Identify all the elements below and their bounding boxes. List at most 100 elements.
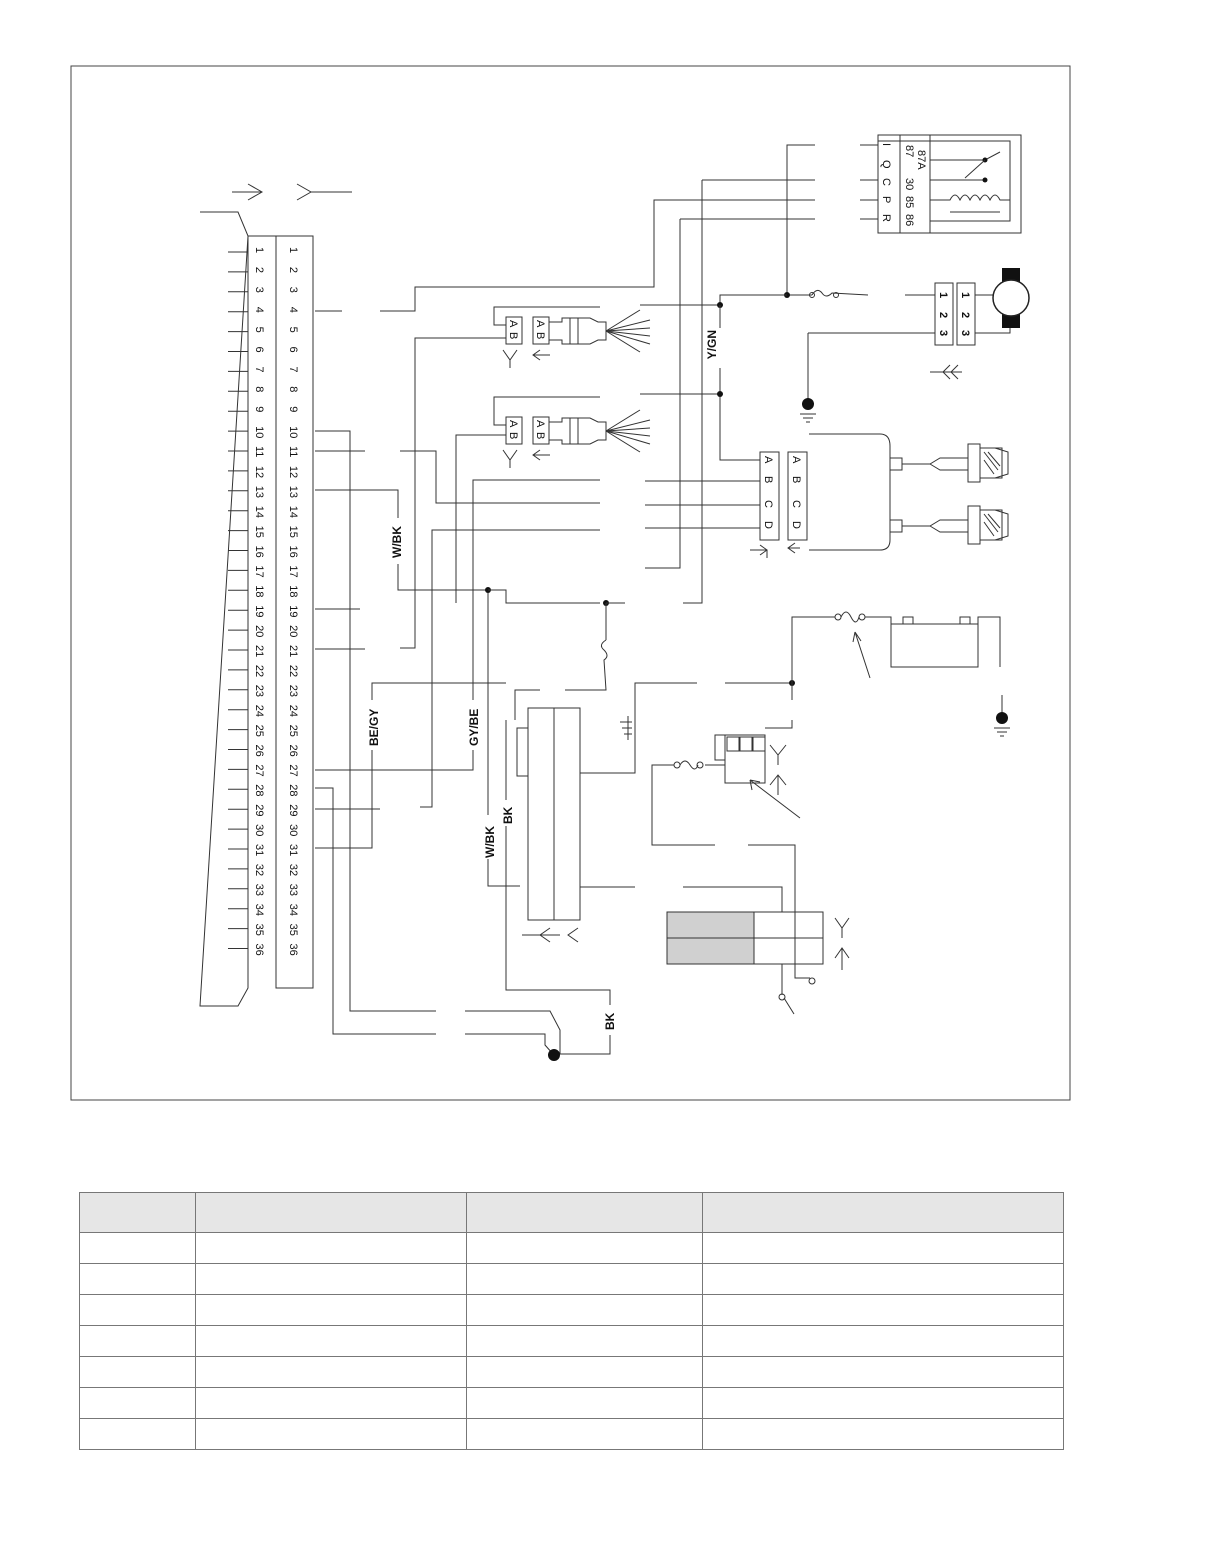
legend-header-cell — [702, 1192, 1064, 1233]
ecu-pin-right-23: 23 — [287, 685, 299, 697]
legend-table-row — [79, 1232, 1064, 1264]
legend-table-cell — [702, 1294, 1064, 1326]
relay-pin-85: 85 — [903, 196, 915, 208]
ecu-pin-left-23: 23 — [253, 685, 265, 697]
legend-table-cell — [79, 1232, 196, 1264]
ecu-pin-left-7: 7 — [253, 366, 265, 372]
legend-table-cell — [702, 1325, 1064, 1357]
ecu-pin-left-5: 5 — [253, 327, 265, 333]
ecu-pin-right-13: 13 — [287, 486, 299, 498]
motor-pin-3-b: 3 — [959, 330, 971, 336]
coil-pin-b1: B — [762, 476, 774, 483]
battery-icon — [890, 623, 979, 668]
ecu-pin-right-6: 6 — [287, 347, 299, 353]
ecu-pin-left-15: 15 — [253, 526, 265, 538]
legend-header-cell — [466, 1192, 703, 1233]
ecu-pin-right-25: 25 — [287, 725, 299, 737]
ecu-pin-right-12: 12 — [287, 466, 299, 478]
ecu-pin-left-18: 18 — [253, 585, 265, 597]
sensor-upper: A B A B — [400, 306, 651, 649]
wire-label-gy-be: GY/BE — [466, 700, 481, 750]
relay-letter-p: P — [880, 196, 892, 203]
legend-table-row — [79, 1263, 1064, 1295]
sensor-lower: A B A B — [455, 396, 651, 603]
ecu-pin-left-21: 21 — [253, 645, 265, 657]
ecu-pin-right-1: 1 — [287, 247, 299, 253]
motor-pin-2-a: 2 — [937, 312, 949, 318]
ecu-pin-left-25: 25 — [253, 725, 265, 737]
svg-text:W/BK: W/BK — [483, 826, 497, 858]
ecu-pin-left-12: 12 — [253, 466, 265, 478]
legend-table-cell — [195, 1263, 467, 1295]
ecu-pin-left-20: 20 — [253, 625, 265, 637]
wire-label-bk-ground: BK — [602, 1005, 617, 1031]
svg-text:GY/BE: GY/BE — [467, 709, 481, 746]
ecu-pin-left-6: 6 — [253, 347, 265, 353]
ecu-pin-left-22: 22 — [253, 665, 265, 677]
wire-label-be-gy: BE/GY — [365, 700, 381, 750]
ecu-pin-stubs — [228, 251, 248, 949]
coil-pin-b2: B — [790, 476, 802, 483]
ecu-pin-right-30: 30 — [287, 824, 299, 836]
legend-table-cell — [79, 1356, 196, 1388]
ecu-pin-left-14: 14 — [253, 506, 265, 518]
ecu-pin-right-8: 8 — [287, 386, 299, 392]
ignition-coil: A B C D A B C D — [645, 433, 1009, 558]
ecu-pin-right-15: 15 — [287, 526, 299, 538]
ecu-pin-left-27: 27 — [253, 764, 265, 776]
legend-table-cell — [195, 1325, 467, 1357]
ecu-pin-right-17: 17 — [287, 565, 299, 577]
coil-pin-c1: C — [762, 500, 774, 508]
relay: 87 87A 30 85 86 I Q C P R — [860, 134, 1022, 234]
svg-text:BE/GY: BE/GY — [367, 709, 381, 746]
svg-text:BK: BK — [501, 806, 515, 824]
legend-table-cell — [466, 1263, 703, 1295]
ecu-pin-column-left: 1234567891011121314151617181920212223242… — [253, 247, 265, 956]
ecu-pin-right-35: 35 — [287, 924, 299, 936]
legend-table-cell — [702, 1418, 1064, 1450]
ecu-pin-right-19: 19 — [287, 605, 299, 617]
power-feed — [640, 144, 935, 461]
legend-table-cell — [195, 1232, 467, 1264]
ecu-pin-column-right: 1234567891011121314151617181920212223242… — [287, 247, 299, 956]
legend-table-cell — [466, 1418, 703, 1450]
ecu-pin-left-31: 31 — [253, 844, 265, 856]
sensor-upper-pin-a1: A — [507, 320, 519, 328]
ecu-connector: 1234567891011121314151617181920212223242… — [199, 183, 352, 1007]
ecu-pin-left-35: 35 — [253, 924, 265, 936]
ecu-pin-right-2: 2 — [287, 267, 299, 273]
legend-table-row — [79, 1294, 1064, 1326]
relay-letter-c: C — [880, 178, 892, 186]
diagram-frame — [70, 65, 1071, 1101]
ecu-pin-left-17: 17 — [253, 565, 265, 577]
legend-table-cell — [466, 1356, 703, 1388]
ecu-pin-right-14: 14 — [287, 506, 299, 518]
wire-label-w-bk: W/BK — [390, 518, 404, 564]
sensor-lower-pin-b1: B — [507, 432, 519, 439]
wire-label-w-bk-2: W/BK — [482, 815, 497, 859]
sensor-upper-pin-a2: A — [534, 320, 546, 328]
legend-header-cell — [195, 1192, 467, 1233]
ecu-pin-right-9: 9 — [287, 406, 299, 412]
ecu-pin-left-16: 16 — [253, 546, 265, 558]
ecu-pin-right-16: 16 — [287, 546, 299, 558]
legend-table-row — [79, 1418, 1064, 1450]
legend-header-cell — [79, 1192, 196, 1233]
ecu-pin-left-11: 11 — [253, 446, 265, 457]
legend-table-cell — [79, 1294, 196, 1326]
ecu-pin-right-22: 22 — [287, 665, 299, 677]
ecu-pin-left-4: 4 — [253, 307, 265, 313]
legend-table-row — [79, 1325, 1064, 1357]
ecu-pin-left-8: 8 — [253, 386, 265, 392]
svg-text:BK: BK — [603, 1012, 617, 1030]
ecu-pin-right-26: 26 — [287, 745, 299, 757]
ecu-pin-right-3: 3 — [287, 287, 299, 293]
motor-pin-2-b: 2 — [959, 312, 971, 318]
legend-table-body — [79, 1232, 1064, 1450]
ecu-pin-right-28: 28 — [287, 784, 299, 796]
sensor-lower-pin-b2: B — [534, 432, 546, 439]
ecu-pin-left-36: 36 — [253, 944, 265, 956]
ecu-pin-right-11: 11 — [287, 446, 299, 457]
ecu-pin-right-21: 21 — [287, 645, 299, 657]
legend-table-cell — [702, 1356, 1064, 1388]
